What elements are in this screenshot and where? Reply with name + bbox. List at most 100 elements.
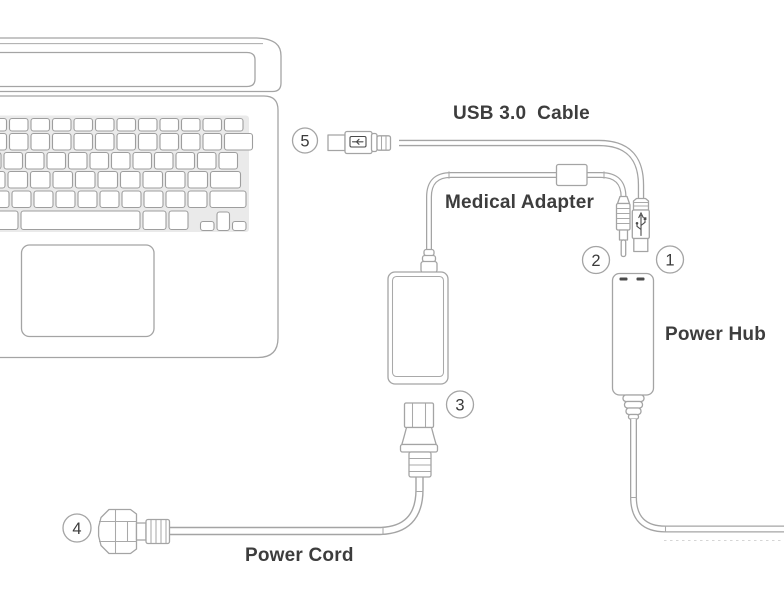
keyboard-key <box>51 117 72 132</box>
callout-2: 2 <box>581 245 611 275</box>
medical-adapter-brick <box>387 248 449 385</box>
keyboard-key <box>73 117 94 132</box>
keyboard-key <box>116 117 137 132</box>
keyboard-key <box>51 132 72 151</box>
medical-adapter-assembly <box>387 163 631 385</box>
keyboard-key <box>30 117 51 132</box>
label-power-hub: Power Hub <box>665 324 766 345</box>
keyboard-key <box>187 190 208 209</box>
keyboard-key <box>73 132 94 151</box>
arrow-key <box>216 211 231 232</box>
keyboard-key <box>223 132 254 151</box>
keyboard-key <box>77 190 98 209</box>
keyboard-key <box>202 132 223 151</box>
iec-connector <box>399 402 439 478</box>
label-usb-cable: USB 3.0 Cable <box>453 103 590 124</box>
keyboard-key <box>33 190 54 209</box>
plug-strain-relief <box>145 518 171 545</box>
callout-3-number: 3 <box>455 397 464 415</box>
keyboard-key <box>168 210 189 231</box>
keyboard-key <box>46 151 67 170</box>
hub-strain-relief <box>622 394 645 420</box>
keyboard-key <box>142 210 167 231</box>
keyboard-key <box>0 210 19 231</box>
usb-connector-left <box>327 130 392 155</box>
callout-2-number: 2 <box>591 252 600 270</box>
usb-cable-assembly <box>327 130 650 253</box>
dc-barrel-plug <box>615 195 631 258</box>
keyboard-key <box>153 151 174 170</box>
callout-5-number: 5 <box>300 133 309 151</box>
hub-port-dc <box>619 277 628 281</box>
keyboard-key <box>8 117 29 132</box>
keyboard-key <box>20 210 141 231</box>
keyboard-key <box>7 170 29 189</box>
keyboard-key <box>0 132 8 151</box>
keyboard-key <box>119 170 141 189</box>
keyboard-key <box>209 170 242 189</box>
keyboard-key <box>137 132 158 151</box>
keyboard-key <box>74 170 96 189</box>
usb-logo-icon <box>351 138 364 145</box>
ferrite-bead <box>555 163 588 187</box>
laptop-keyboard <box>0 115 254 232</box>
callout-4: 4 <box>62 513 92 543</box>
keyboard-key <box>8 132 29 151</box>
keyboard-key <box>55 190 76 209</box>
callout-3: 3 <box>445 390 475 419</box>
keyboard-key <box>180 132 201 151</box>
wall-plug <box>97 508 171 555</box>
label-power-cord: Power Cord <box>245 545 354 566</box>
keyboard-key <box>24 151 45 170</box>
arrow-key <box>231 220 247 232</box>
keyboard-key <box>209 190 247 209</box>
keyboard-key <box>11 190 32 209</box>
keyboard-key <box>0 117 8 132</box>
keyboard-key <box>99 190 120 209</box>
keyboard-key <box>110 151 131 170</box>
keyboard-key <box>175 151 196 170</box>
keyboard-key <box>3 151 24 170</box>
keyboard-key <box>94 117 115 132</box>
keyboard-key <box>0 170 6 189</box>
laptop-lid <box>0 37 282 93</box>
callout-5: 5 <box>291 127 319 154</box>
usb-connector-hub <box>631 197 650 253</box>
power-cord-assembly <box>97 402 439 555</box>
keyboard-key <box>121 190 142 209</box>
keyboard-key <box>187 170 209 189</box>
keyboard-key <box>196 151 217 170</box>
label-medical-adapter: Medical Adapter <box>445 192 594 213</box>
keyboard-key <box>89 151 110 170</box>
keyboard-key <box>52 170 74 189</box>
keyboard-key <box>164 170 186 189</box>
usb-trident-icon <box>635 211 647 237</box>
keyboard-key <box>142 170 164 189</box>
keyboard-key <box>137 117 158 132</box>
keyboard-key <box>159 117 180 132</box>
keyboard-key <box>116 132 137 151</box>
strain-relief-ribs <box>376 135 392 151</box>
keyboard-key <box>223 117 244 132</box>
keyboard-key <box>143 190 164 209</box>
keyboard-key <box>0 152 2 170</box>
callout-4-number: 4 <box>72 520 81 538</box>
arrow-key <box>199 220 215 232</box>
laptop <box>0 37 282 359</box>
hub-output-cable <box>630 419 784 541</box>
keyboard-key <box>0 190 10 209</box>
keyboard-key <box>159 132 180 151</box>
keyboard-key <box>165 190 186 209</box>
keyboard-key <box>132 151 153 170</box>
callout-1: 1 <box>655 245 685 274</box>
laptop-screen-edge <box>0 51 256 88</box>
keyboard-key <box>67 151 88 170</box>
keyboard-key <box>180 117 201 132</box>
callout-1-number: 1 <box>665 252 674 270</box>
keyboard-key <box>97 170 119 189</box>
keyboard-key <box>29 170 51 189</box>
keyboard-key <box>30 132 51 151</box>
keyboard-key <box>202 117 223 132</box>
